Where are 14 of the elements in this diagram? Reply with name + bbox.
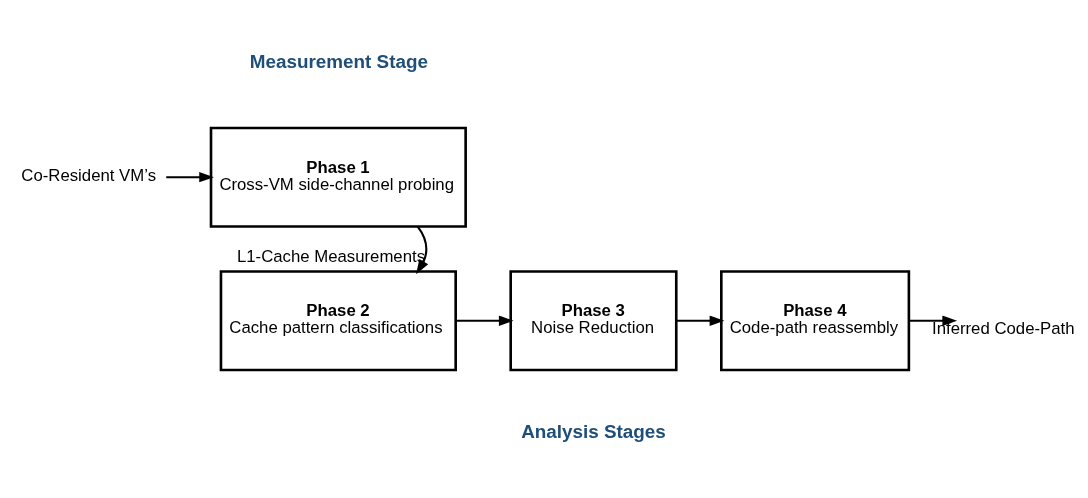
node-box: Phase 2 Cache pattern classifications bbox=[219, 270, 457, 372]
node-box: Phase 1 Cross-VM side-channel probing bbox=[209, 126, 467, 228]
label: Analysis Stages bbox=[521, 420, 666, 442]
node-box: Phase 3 Noise Reduction bbox=[509, 270, 678, 372]
node-text: Co-Resident VM’s bbox=[21, 166, 157, 186]
arrow bbox=[676, 315, 725, 326]
arrow bbox=[166, 172, 214, 183]
arrow bbox=[909, 315, 958, 326]
edge-label: Inferred Code-Path bbox=[932, 319, 1075, 339]
arrow bbox=[416, 225, 429, 275]
label: Measurement Stage bbox=[249, 50, 428, 72]
node-box: Phase 4 Code-path reassembly bbox=[720, 270, 911, 372]
edge-label: L1-Cache Measurements bbox=[236, 247, 426, 267]
arrow bbox=[455, 315, 514, 326]
